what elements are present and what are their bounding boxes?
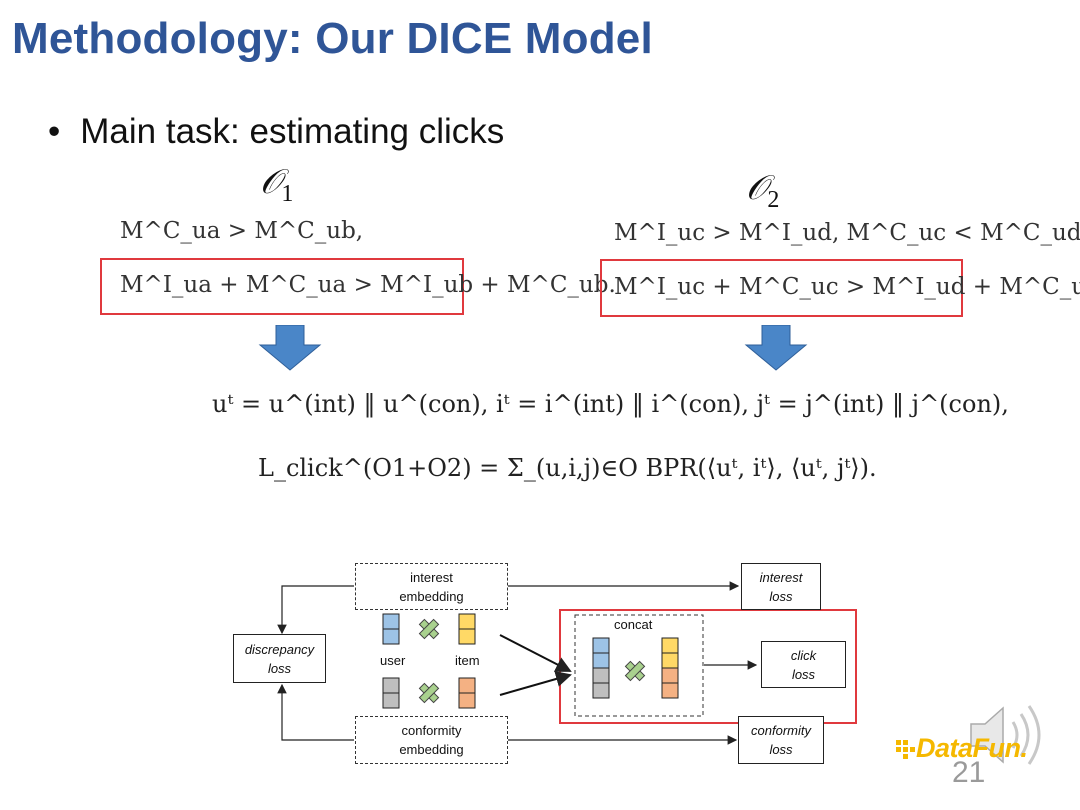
dice-architecture-diagram bbox=[277, 581, 857, 745]
interest-loss-line1: interest bbox=[759, 569, 803, 585]
speaker-icon[interactable] bbox=[963, 700, 1053, 772]
o1-equation-1: M^C_ua > M^C_ub, bbox=[120, 218, 364, 244]
interest-loss-line2: loss bbox=[769, 588, 793, 604]
arrow-conformity-pair-to-concat bbox=[499, 671, 572, 696]
concat-box bbox=[574, 614, 704, 717]
page-number: 21 bbox=[952, 756, 986, 789]
interest-embedding-line2: embedding bbox=[399, 588, 464, 604]
interest-embedding-line1: interest bbox=[410, 569, 453, 585]
click-loss-formula: L_click^(O1+O2) = Σ_(u,i,j)∈O BPR(⟨uᵗ, i… bbox=[258, 454, 877, 482]
item-conformity-embedding bbox=[458, 677, 476, 709]
arrow-interest-pair-to-concat bbox=[499, 634, 572, 672]
cross-icon-conformity bbox=[418, 682, 440, 704]
item-label: item bbox=[455, 653, 480, 668]
click-loss-line1: click bbox=[790, 647, 817, 663]
click-loss-line2: loss bbox=[791, 666, 816, 682]
interest-embedding-box: interest embedding bbox=[355, 563, 508, 610]
interest-loss-box: interest loss bbox=[741, 563, 821, 610]
bullet-dot: • bbox=[48, 112, 61, 151]
conformity-embedding-line1: conformity bbox=[401, 723, 462, 738]
cross-icon-concat bbox=[624, 660, 646, 682]
conformity-loss-line1: conformity bbox=[751, 723, 811, 738]
bullet-text: Main task: estimating clicks bbox=[80, 112, 505, 151]
concat-item-embedding bbox=[661, 637, 679, 699]
o2-subscript: 2 bbox=[767, 186, 780, 213]
concat-label: concat bbox=[614, 617, 653, 632]
datafun-logo: DataFun. bbox=[896, 733, 1028, 764]
conformity-loss-box: conformity loss bbox=[738, 716, 824, 764]
conformity-embedding-box: conformity embedding bbox=[355, 716, 508, 764]
user-interest-embedding bbox=[382, 613, 400, 645]
o1-symbol: 𝒪 bbox=[260, 164, 282, 201]
o1-equation-2: M^I_ua + M^C_ua > M^I_ub + M^C_ub. bbox=[120, 272, 616, 298]
datafun-logo-text: DataFun. bbox=[916, 733, 1028, 763]
o1-subscript: 1 bbox=[281, 180, 294, 207]
cross-icon-interest bbox=[418, 618, 440, 640]
down-arrow-right-icon bbox=[744, 325, 808, 371]
click-loss-box: click loss bbox=[761, 641, 846, 688]
slide-title: Methodology: Our DICE Model bbox=[12, 14, 653, 63]
o1-label: 𝒪1 bbox=[260, 164, 293, 208]
conformity-embedding-line2: embedding bbox=[399, 742, 464, 757]
discrepancy-loss-box: discrepancy loss bbox=[233, 634, 326, 683]
discrepancy-loss-line1: discrepancy bbox=[244, 641, 315, 657]
o2-highlight-box bbox=[600, 259, 963, 317]
datafun-logo-mark-icon bbox=[896, 739, 915, 759]
o2-equation-1: M^I_uc > M^I_ud, M^C_uc < M^C_ud, bbox=[614, 220, 1080, 246]
o2-equation-2: M^I_uc + M^C_uc > M^I_ud + M^C_ud. bbox=[614, 274, 1080, 300]
o1-highlight-box bbox=[100, 258, 464, 315]
arrow-interest-to-discrepancy bbox=[277, 585, 354, 635]
down-arrow-left-icon bbox=[258, 325, 322, 371]
concat-formula: uᵗ = u^(int) ‖ u^(con), iᵗ = i^(int) ‖ i… bbox=[212, 390, 1009, 418]
arrow-conformity-to-discrepancy bbox=[277, 683, 354, 741]
o2-symbol: 𝒪 bbox=[746, 170, 768, 207]
conformity-loss-line2: loss bbox=[769, 742, 793, 757]
item-interest-embedding bbox=[458, 613, 476, 645]
o2-label: 𝒪2 bbox=[746, 170, 779, 214]
concat-user-embedding bbox=[592, 637, 610, 699]
bullet-main-task: • Main task: estimating clicks bbox=[48, 112, 504, 152]
user-label: user bbox=[380, 653, 406, 668]
discrepancy-loss-line2: loss bbox=[267, 660, 292, 676]
user-conformity-embedding bbox=[382, 677, 400, 709]
